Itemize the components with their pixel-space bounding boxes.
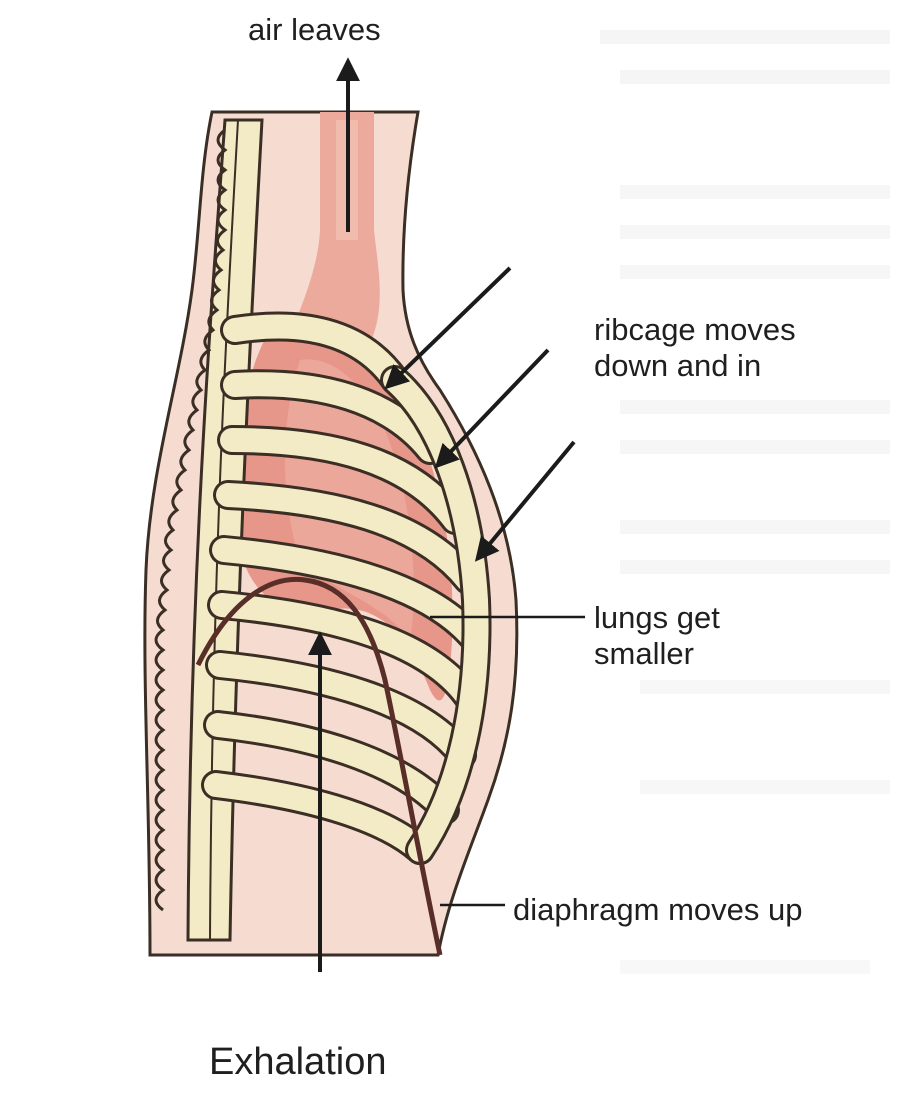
- ribcage-arrow: [438, 350, 548, 465]
- background-ghost-text: [600, 30, 890, 974]
- ribcage-label-line-2: down and in: [594, 348, 796, 384]
- lungs-label-line-1: lungs get: [594, 600, 720, 636]
- air-leaves-label: air leaves: [248, 12, 381, 48]
- lungs-label: lungs get smaller: [594, 600, 720, 672]
- diagram-caption: Exhalation: [209, 1040, 386, 1084]
- ribcage-label-line-1: ribcage moves: [594, 312, 796, 348]
- diaphragm-label: diaphragm moves up: [513, 892, 803, 928]
- ribcage-label: ribcage moves down and in: [594, 312, 796, 384]
- lungs-label-line-2: smaller: [594, 636, 720, 672]
